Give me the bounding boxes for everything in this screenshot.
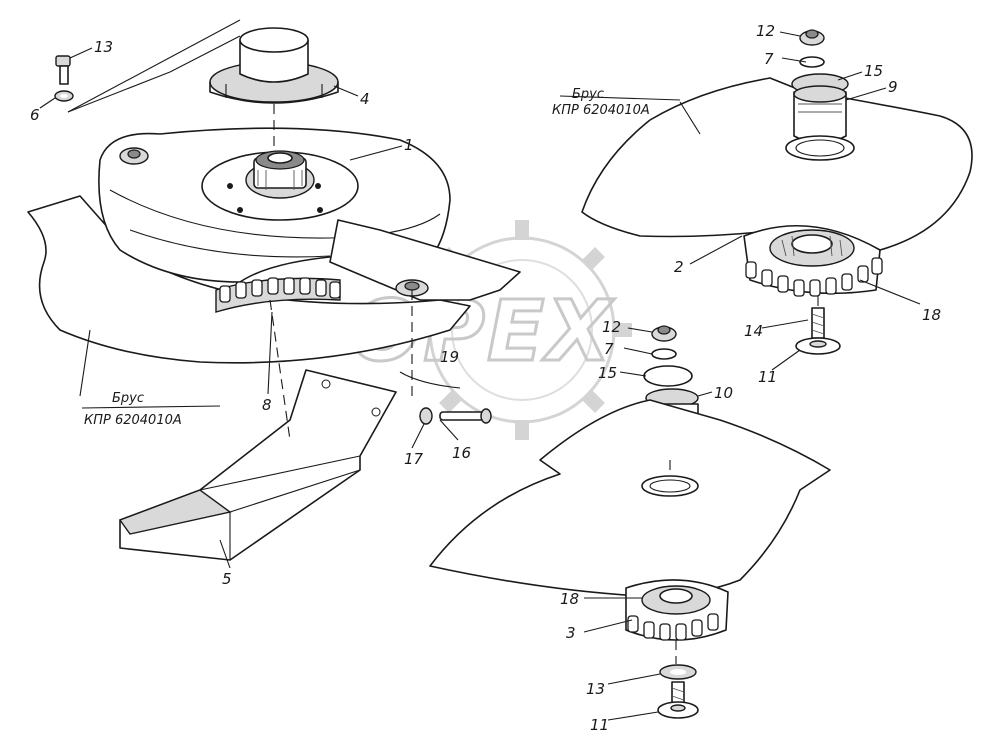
label-8: 8 xyxy=(262,396,272,414)
bolt-14-washer-11 xyxy=(795,307,841,355)
caption-brus-top-line1: Брус xyxy=(572,87,604,102)
label-15b: 15 xyxy=(598,364,617,382)
label-13a: 13 xyxy=(94,38,113,56)
bottom-washer-13-bolt-11 xyxy=(657,664,699,719)
label-10: 10 xyxy=(714,384,733,402)
sprocket-8 xyxy=(215,277,341,313)
label-5: 5 xyxy=(222,570,232,588)
label-13b: 13 xyxy=(586,680,605,698)
label-11a: 11 xyxy=(758,368,777,386)
label-1: 1 xyxy=(404,136,414,154)
label-12a: 12 xyxy=(756,22,775,40)
label-9: 9 xyxy=(888,78,898,96)
label-18a: 18 xyxy=(922,306,941,324)
cap-4 xyxy=(209,27,339,104)
label-15a: 15 xyxy=(864,62,883,80)
knife-holder-5 xyxy=(118,369,397,561)
leader-lines xyxy=(39,31,921,721)
sprocket-3-bottom xyxy=(625,579,729,641)
bracket-arm xyxy=(329,219,521,301)
bolt-13-washer-6 xyxy=(54,55,74,102)
label-3: 3 xyxy=(566,624,576,642)
bolt-16-nut-17 xyxy=(399,371,492,425)
caption-brus-left-line2: КПР 6204010А xyxy=(84,413,182,428)
label-6: 6 xyxy=(30,106,40,124)
caption-brus-left-line1: Брус xyxy=(112,391,144,406)
label-7a: 7 xyxy=(764,50,774,68)
label-18b: 18 xyxy=(560,590,579,608)
right-top-bearing-stack xyxy=(785,29,855,161)
label-12b: 12 xyxy=(602,318,621,336)
caption-brus-top-line2: КПР 6204010А xyxy=(552,103,650,118)
assembly-lines xyxy=(67,19,819,664)
label-14: 14 xyxy=(744,322,763,340)
sprocket-18-right xyxy=(743,224,883,297)
label-2: 2 xyxy=(674,258,684,276)
label-7b: 7 xyxy=(604,340,614,358)
right-top-plate-brus xyxy=(581,77,973,253)
label-11b: 11 xyxy=(590,716,609,734)
label-4: 4 xyxy=(360,90,370,108)
label-16: 16 xyxy=(452,444,471,462)
part-labels: 13 6 4 1 8 19 17 16 5 12 7 15 9 2 18 14 … xyxy=(30,22,941,734)
label-17: 17 xyxy=(404,450,424,468)
lower-right-plate xyxy=(429,399,831,597)
label-19: 19 xyxy=(440,348,459,366)
